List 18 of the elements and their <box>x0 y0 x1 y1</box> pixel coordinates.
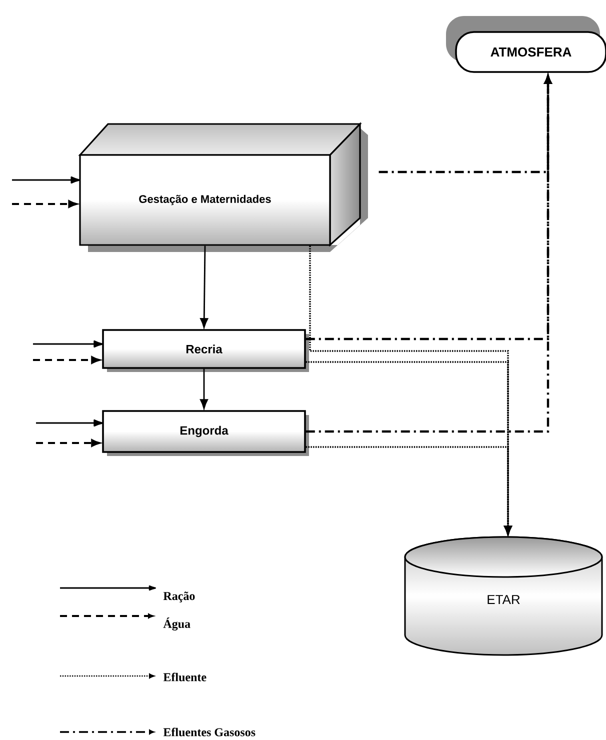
process-box: Engorda <box>102 410 309 456</box>
arrow <box>200 368 208 409</box>
arrow <box>33 356 100 364</box>
legend-label: Ração <box>163 592 195 602</box>
arrow <box>36 439 100 447</box>
arrow <box>200 246 208 328</box>
tank-cylinder: ETAR <box>404 536 603 656</box>
process-box: Recria <box>102 329 309 372</box>
legend-label: Efluente <box>163 672 206 682</box>
legend-label: Água <box>163 618 190 630</box>
arrow <box>36 419 104 427</box>
arrow <box>12 176 80 184</box>
arrow <box>33 340 104 348</box>
arrow <box>306 75 552 433</box>
terminal-box: ATMOSFERA <box>446 16 606 73</box>
arrow <box>306 446 512 535</box>
arrow <box>12 200 78 208</box>
legend-label: Efluentes Gasosos <box>163 728 256 736</box>
